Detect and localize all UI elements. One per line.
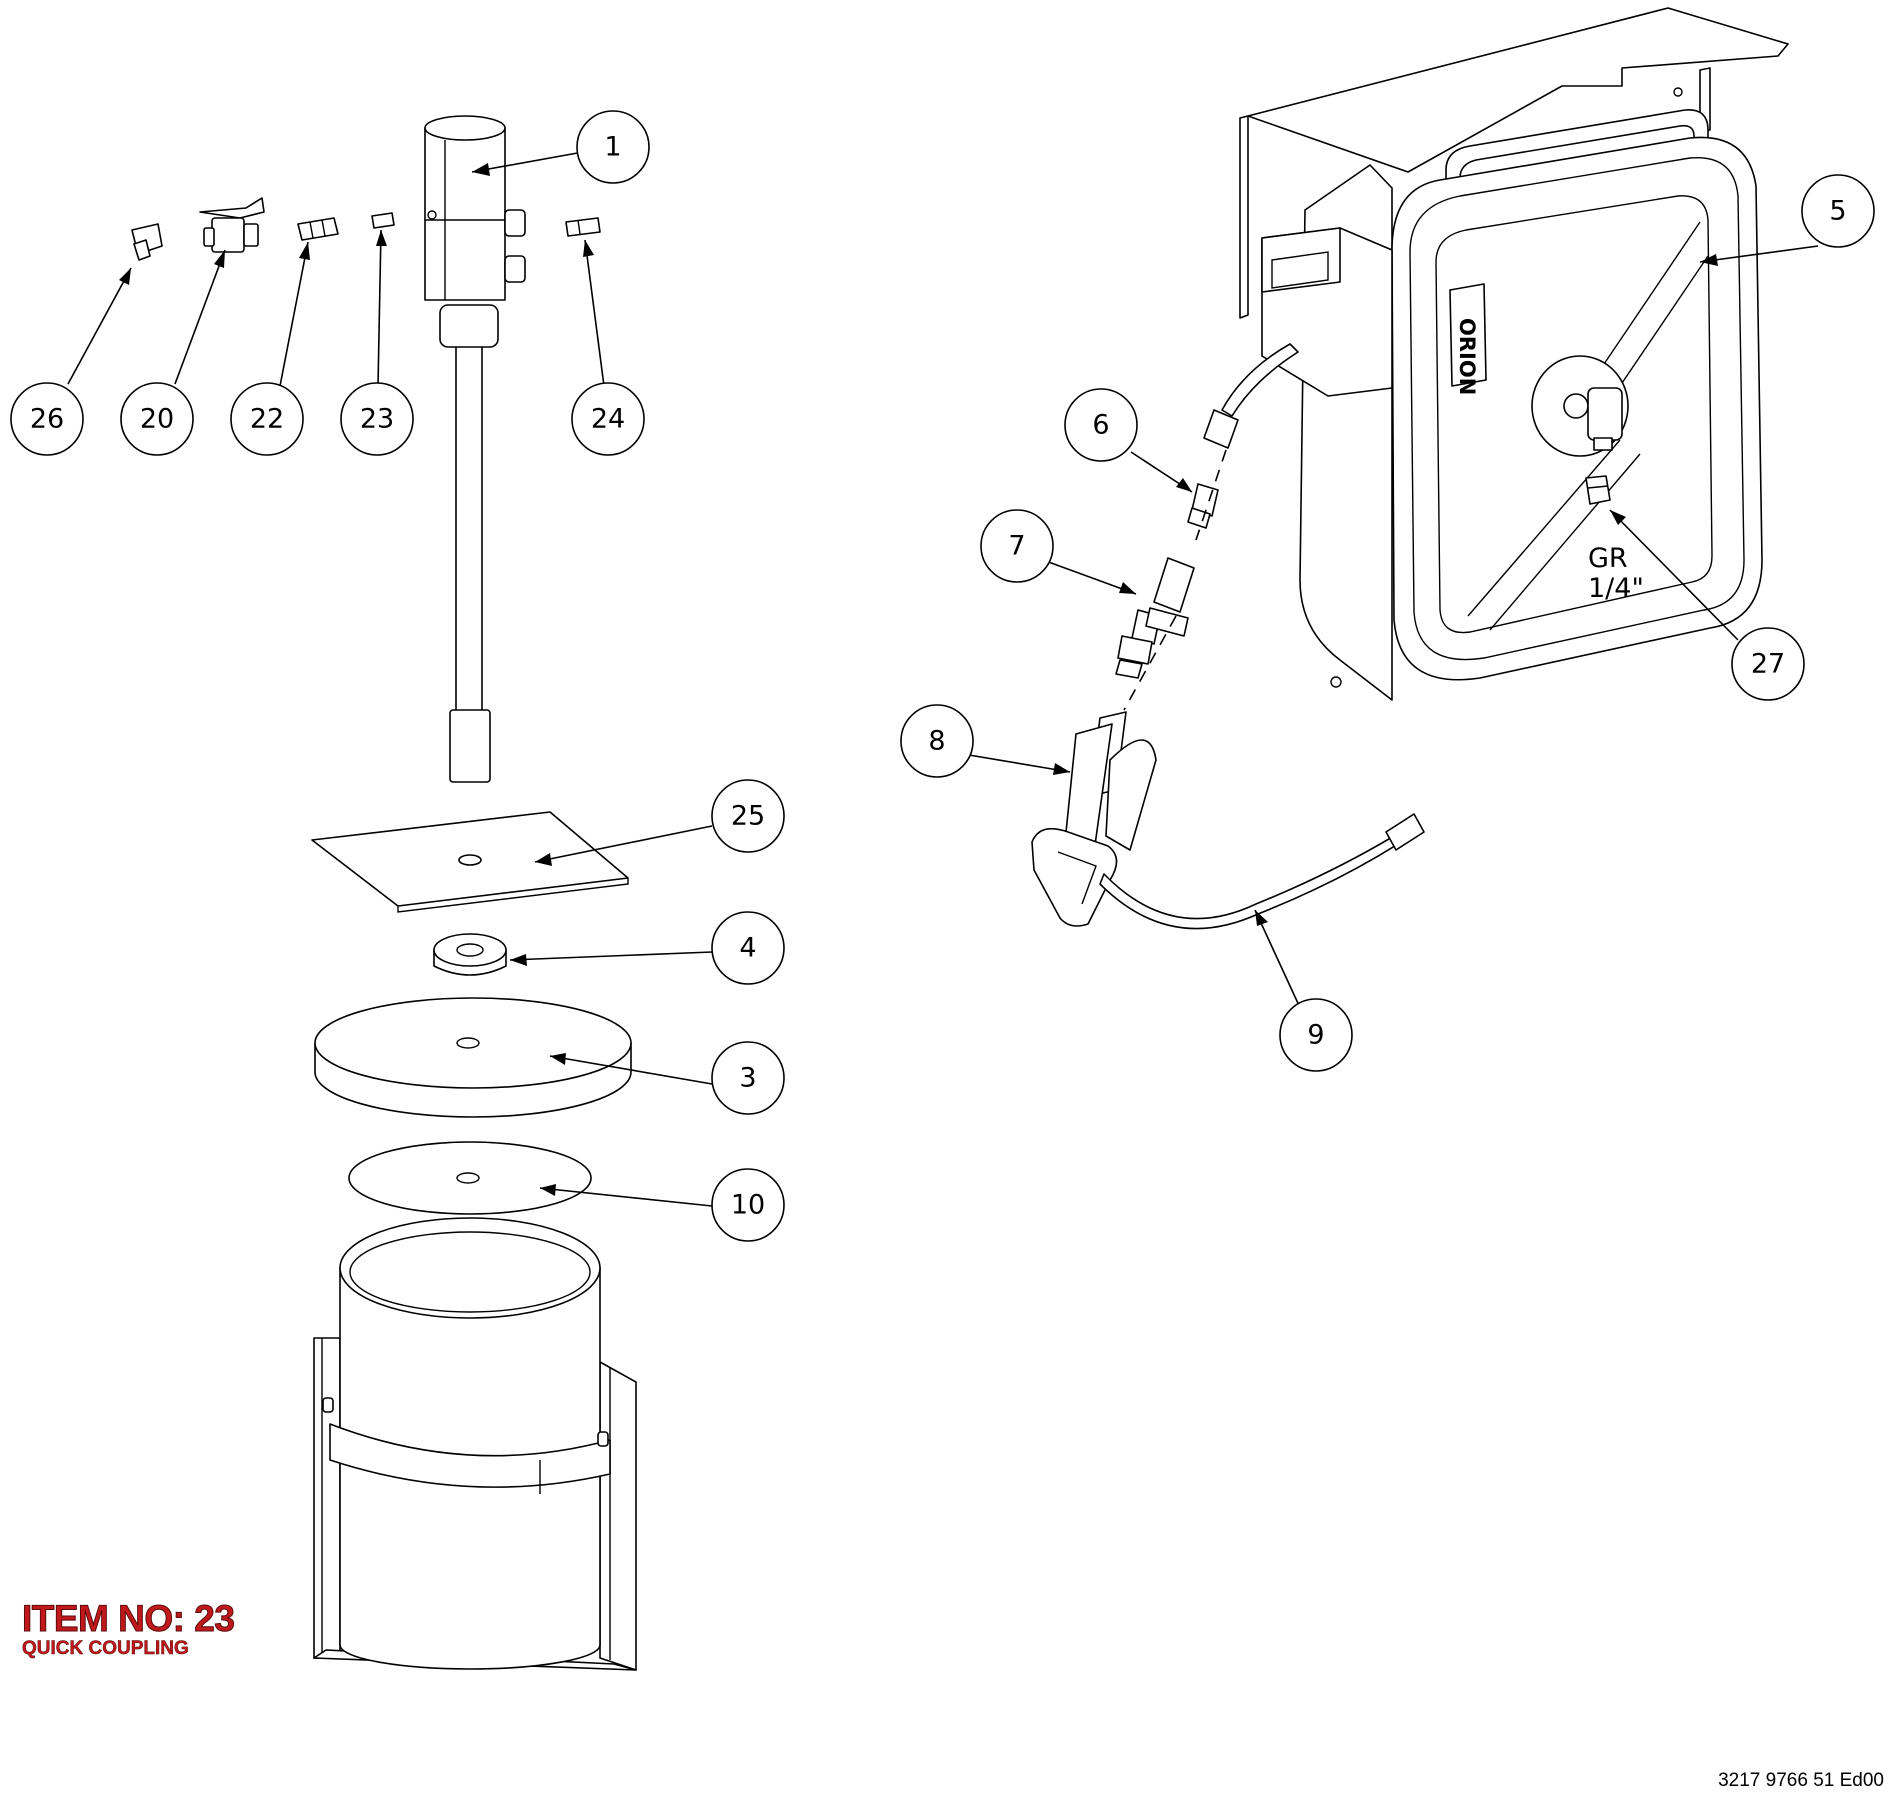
- balloon-label: 8: [928, 726, 945, 757]
- balloon-label: 9: [1307, 1020, 1324, 1051]
- balloon-6: 6: [1064, 388, 1138, 462]
- balloon-label: 20: [140, 404, 174, 435]
- grease-gun-8: [1031, 711, 1157, 927]
- pump-assembly: [424, 115, 526, 783]
- pump-body: [424, 127, 506, 301]
- balloon-label: 24: [591, 404, 625, 435]
- hose-tip: [1385, 813, 1425, 851]
- balloon-label: 3: [739, 1063, 756, 1094]
- drum-cover-3: [314, 997, 632, 1118]
- balloon-27: 27: [1731, 627, 1805, 701]
- balloon-26: 26: [10, 382, 84, 456]
- balloon-1: 1: [576, 110, 650, 184]
- pump-foot-sleeve: [449, 709, 491, 783]
- leader-lines: [67, 151, 1819, 1207]
- fitting-24: [565, 217, 601, 237]
- balloon-label: 25: [731, 801, 765, 832]
- brand-label: ORION: [1455, 318, 1479, 395]
- balloon-label: 23: [360, 404, 394, 435]
- pump-suction-tube: [455, 329, 483, 721]
- follower-disc-10: [348, 1141, 592, 1215]
- hose-end-fitting: [1203, 409, 1239, 449]
- balloon-label: 6: [1092, 410, 1109, 441]
- valve-handle: [199, 197, 265, 219]
- balloon-22: 22: [230, 382, 304, 456]
- balloon-label: 22: [250, 404, 284, 435]
- hose-reel-5: ORION: [1239, 7, 1789, 701]
- balloon-7: 7: [980, 509, 1054, 583]
- arrowheads: [119, 163, 1718, 1196]
- item-number-label: ITEM NO: 23: [21, 1598, 235, 1640]
- balloon-label: 4: [739, 933, 756, 964]
- nut-4: [433, 933, 507, 976]
- drum-strap: [322, 1397, 611, 1494]
- fitting-22: [297, 217, 339, 241]
- flexible-hose-9: [1099, 835, 1399, 930]
- document-number: 3217 9766 51 Ed00: [1718, 1770, 1884, 1791]
- pump-collar: [439, 304, 499, 348]
- quick-coupling-23: [371, 212, 395, 229]
- swivel-fitting-7: [1115, 557, 1195, 679]
- reel-mount-bracket: [1247, 7, 1789, 173]
- balloon-10: 10: [711, 1168, 785, 1242]
- balloon-20: 20: [120, 382, 194, 456]
- gasket-plate-25: [311, 811, 629, 913]
- balloon-24: 24: [571, 382, 645, 456]
- brand-plate: [1449, 283, 1487, 387]
- reel-hose: [1221, 343, 1299, 417]
- balloon-3: 3: [711, 1041, 785, 1115]
- item-description-label: QUICK COUPLING: [22, 1638, 189, 1660]
- balloon-23: 23: [340, 382, 414, 456]
- thread-note-size: 1/4": [1588, 573, 1644, 604]
- balloon-label: 26: [30, 404, 64, 435]
- assembly-axis: [1123, 449, 1227, 711]
- balloon-4: 4: [711, 911, 785, 985]
- fitting-26: [131, 223, 163, 261]
- ball-valve-20: [199, 197, 265, 253]
- pump-outlet-port: [504, 255, 526, 283]
- pump-cap: [424, 115, 506, 141]
- balloon-label: 7: [1008, 531, 1025, 562]
- fitting-6: [1187, 483, 1219, 529]
- balloon-9: 9: [1279, 998, 1353, 1072]
- balloon-label: 1: [604, 132, 621, 163]
- balloon-5: 5: [1801, 174, 1875, 248]
- balloon-label: 27: [1751, 649, 1785, 680]
- balloon-25: 25: [711, 779, 785, 853]
- balloon-8: 8: [900, 704, 974, 778]
- thread-note-gr: GR: [1588, 543, 1628, 574]
- fitting-27: [1585, 475, 1611, 505]
- balloon-label: 5: [1829, 196, 1846, 227]
- pump-air-port: [504, 209, 526, 237]
- balloon-label: 10: [731, 1190, 765, 1221]
